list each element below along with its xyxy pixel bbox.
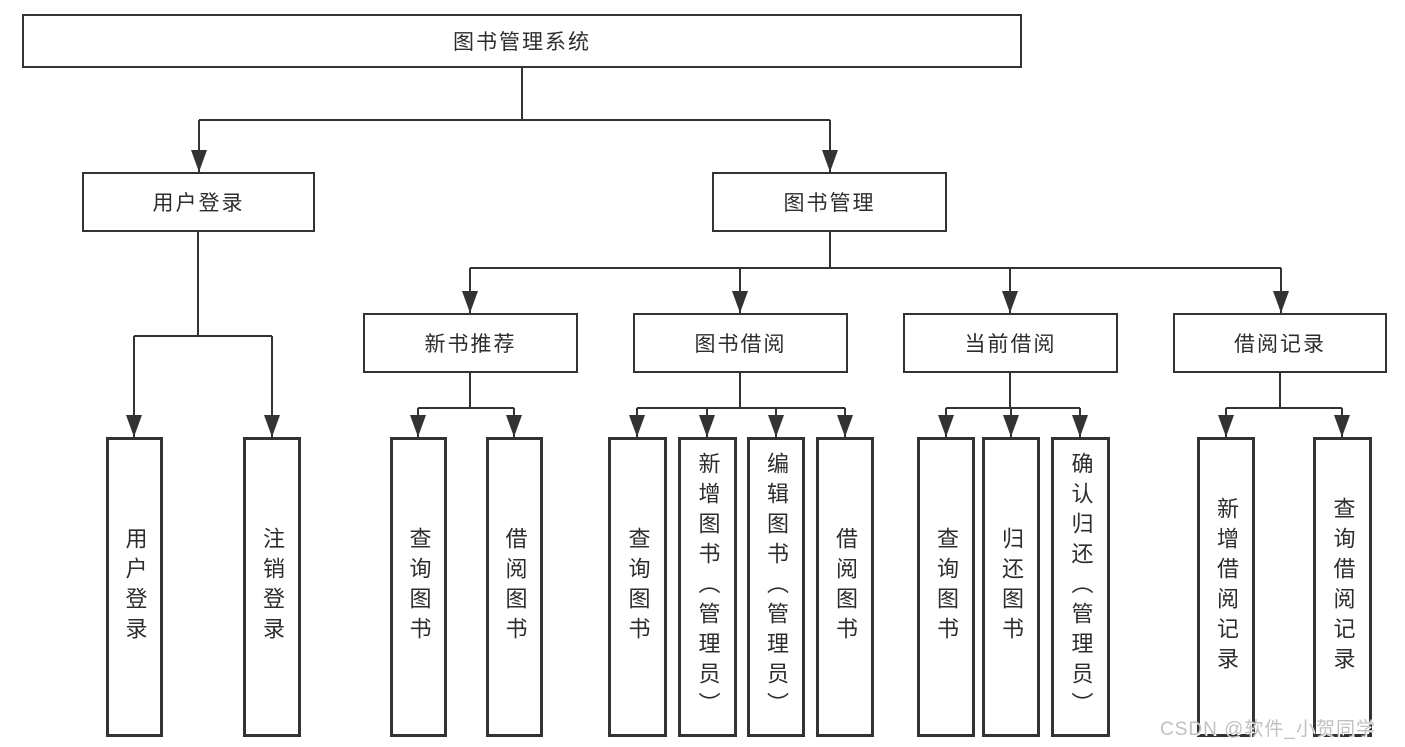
node-add-books-admin-label: 新增图书（管理员）: [695, 452, 721, 722]
node-borrow-books-recommend: 借阅图书: [486, 437, 543, 737]
node-library-system: 图书管理系统: [22, 14, 1022, 68]
node-user-login-label: 用户登录: [152, 192, 245, 215]
node-login-leaf: 用户登录: [106, 437, 163, 737]
node-borrow-books-recommend-label: 借阅图书: [502, 527, 528, 647]
node-query-books-borrowing-label: 查询图书: [625, 527, 651, 647]
node-query-books-current-label: 查询图书: [934, 527, 959, 647]
node-library-system-label: 图书管理系统: [453, 31, 591, 54]
node-return-books-label: 归还图书: [999, 527, 1024, 647]
node-borrow-books-label: 借阅图书: [833, 527, 858, 647]
node-confirm-return-admin: 确认归还（管理员）: [1051, 437, 1110, 737]
node-query-borrow-record-label: 查询借阅记录: [1330, 497, 1356, 677]
node-book-management: 图书管理: [712, 172, 947, 232]
node-logout-leaf: 注销登录: [243, 437, 301, 737]
node-new-book-recommend-label: 新书推荐: [424, 333, 517, 356]
node-query-books-borrowing: 查询图书: [608, 437, 667, 737]
node-return-books: 归还图书: [982, 437, 1040, 737]
node-new-book-recommend: 新书推荐: [363, 313, 578, 373]
node-book-management-label: 图书管理: [783, 192, 876, 215]
node-query-books-recommend: 查询图书: [390, 437, 447, 737]
node-edit-books-admin-label: 编辑图书（管理员）: [764, 452, 789, 722]
node-confirm-return-admin-label: 确认归还（管理员）: [1068, 452, 1094, 722]
node-edit-books-admin: 编辑图书（管理员）: [747, 437, 805, 737]
node-add-books-admin: 新增图书（管理员）: [678, 437, 737, 737]
node-current-borrowing: 当前借阅: [903, 313, 1118, 373]
node-book-borrowing: 图书借阅: [633, 313, 848, 373]
node-query-borrow-record: 查询借阅记录: [1313, 437, 1372, 737]
node-add-borrow-record-label: 新增借阅记录: [1214, 497, 1239, 677]
watermark: CSDN @软件_小贺同学: [1160, 719, 1376, 740]
node-login-leaf-label: 用户登录: [122, 527, 148, 647]
node-logout-leaf-label: 注销登录: [260, 527, 285, 647]
node-book-borrowing-label: 图书借阅: [694, 333, 787, 356]
node-user-login: 用户登录: [82, 172, 315, 232]
node-query-books-recommend-label: 查询图书: [406, 527, 432, 647]
node-add-borrow-record: 新增借阅记录: [1197, 437, 1255, 737]
node-borrowing-records: 借阅记录: [1173, 313, 1387, 373]
node-borrowing-records-label: 借阅记录: [1234, 333, 1326, 356]
node-current-borrowing-label: 当前借阅: [964, 333, 1057, 356]
node-query-books-current: 查询图书: [917, 437, 975, 737]
node-borrow-books: 借阅图书: [816, 437, 874, 737]
